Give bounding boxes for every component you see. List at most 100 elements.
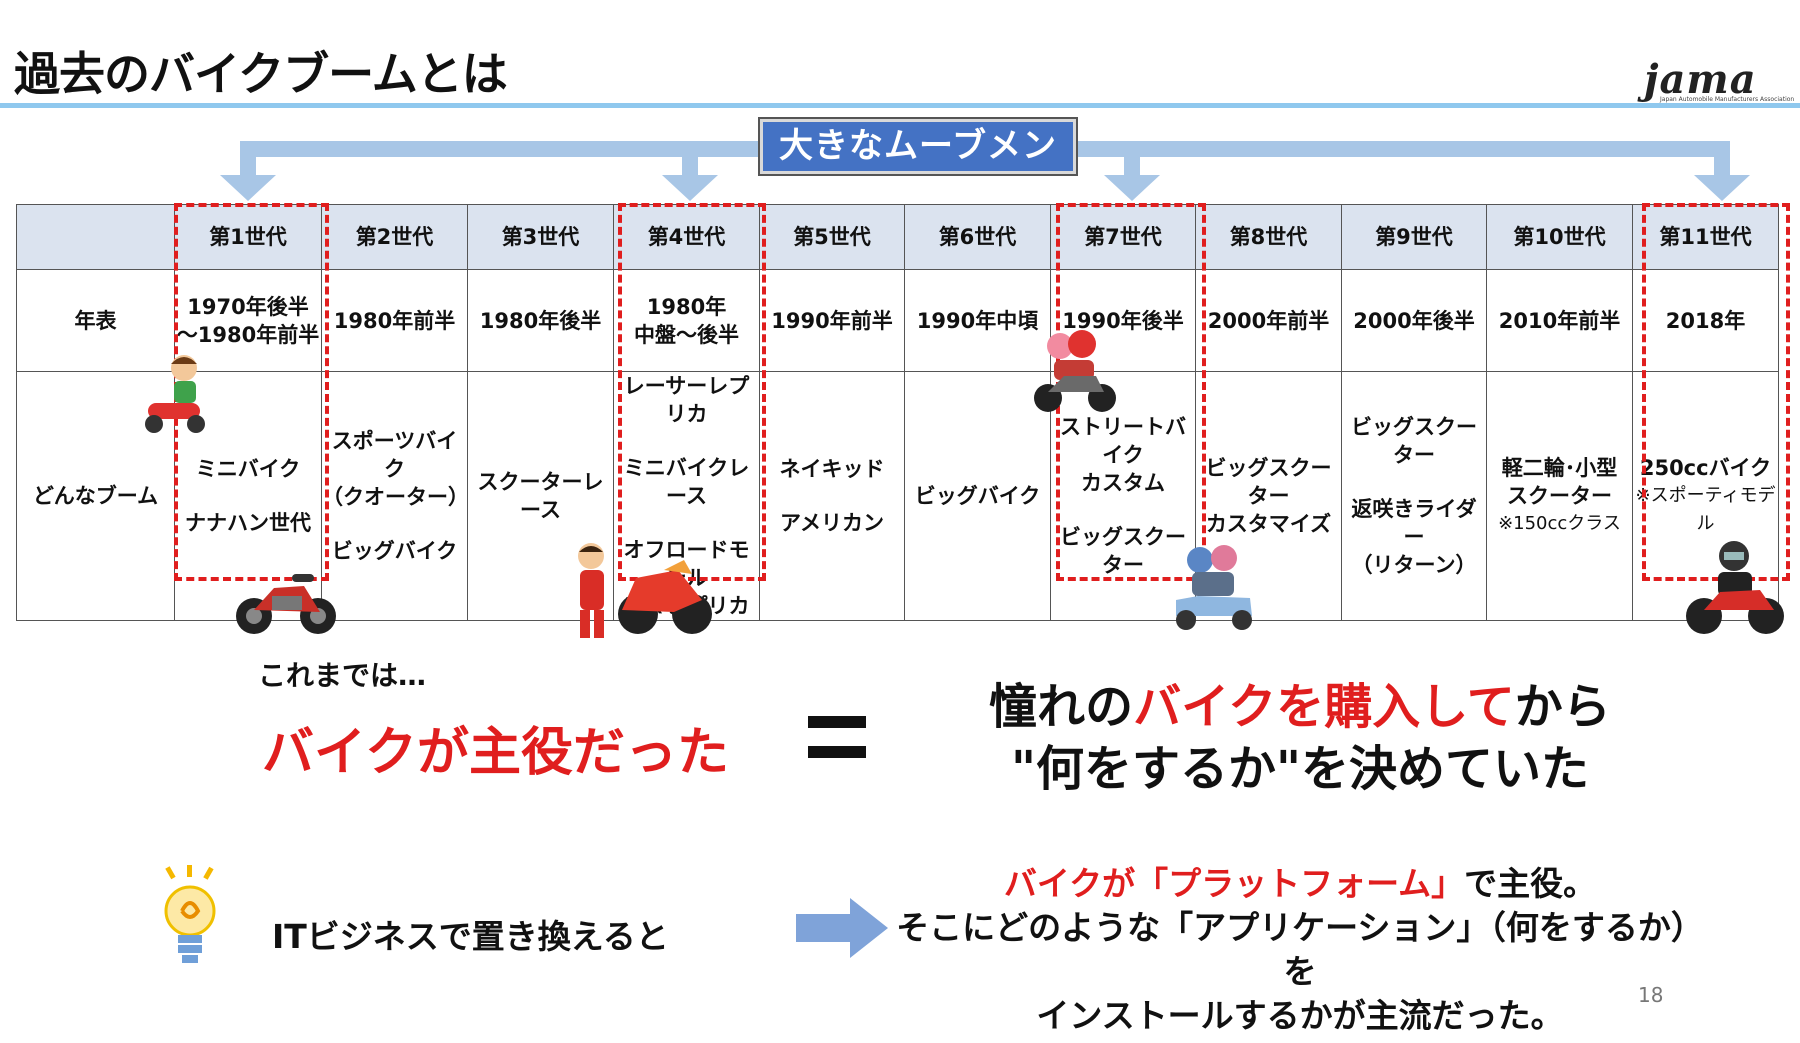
down-arrow-icon [662,175,718,201]
caption-line2: "何をするか"を決めていた [1010,741,1590,797]
timeline-cell: 2010年前半 [1486,269,1633,372]
timeline-line: 1980年 [646,294,727,319]
timeline-cell: 2000年後半 [1341,269,1487,372]
racer-replica-icon [578,543,712,638]
row-label-timeline: 年表 [16,269,175,372]
timeline-line: 2000年前半 [1207,308,1330,333]
couple-bike-icon [1034,330,1116,412]
bracket-drop [240,141,256,175]
boom-line: カスタマイズ [1205,512,1332,536]
page-number: 18 [1638,983,1664,1007]
boom-line: ネイキッド [779,457,885,481]
generation-header: 第9世代 [1341,204,1487,270]
platform-line1-post: で主役。 [1464,864,1597,903]
generation-header: 第2世代 [321,204,468,270]
jama-logo: jama Japan Automobile Manufacturers Asso… [1630,56,1794,103]
sport-bike-rider-icon [1686,541,1784,634]
timeline-line: 中盤～後半 [634,322,739,347]
timeline-line: 1980年後半 [479,308,602,333]
platform-line3: インストールするかが主流だった。 [1036,996,1564,1035]
boom-line: 返咲きライダー [1351,497,1477,549]
down-arrow-icon [1104,175,1160,201]
timeline-cell: 1990年中頃 [904,269,1051,372]
generation-header: 第7世代 [1050,204,1196,270]
caption-buy-first: 憧れのバイクを購入してから "何をするか"を決めていた [920,676,1680,800]
lightbulb-icon [164,865,216,963]
platform-line1-red: バイクが「プラットフォーム」 [1003,864,1465,903]
boom-line: ビッグスクーター [1351,415,1477,467]
timeline-line: 2000年後半 [1353,308,1475,333]
boom-line: ビッグバイク [914,484,1041,508]
page-title: 過去のバイクブームとは [14,47,508,101]
boom-line: ナナハン世代 [185,511,311,535]
boom-line: スクーターレース [477,470,604,522]
boom-line: ストリートバイク [1060,415,1186,467]
timeline-line: 1980年前半 [333,308,456,333]
highlight-gen4 [618,203,766,581]
boom-line: 250ccバイク [1639,456,1772,480]
timeline-line: 1970年後半 [187,294,309,319]
boom-line: （クオーター） [322,485,469,509]
movement-label: 大きなムーブメント [758,117,1078,214]
generation-header: 第3世代 [467,204,614,270]
boom-line: レーサーレプリカ [623,374,750,426]
boom-note: ※スポーティモデル [1635,485,1776,534]
boom-line: ビッグスクーター [1060,525,1186,577]
timeline-cell: 2018年 [1632,269,1779,372]
timeline-line: ～1980年前半 [176,322,320,347]
caption-until-now: これまでは… [258,659,427,692]
boom-line: ビッグスクーター [1205,456,1332,508]
generation-header: 第10世代 [1486,204,1633,270]
timeline-line: 1990年後半 [1062,308,1184,333]
minibike-rider-icon [145,355,205,433]
timeline-cell: 2000年前半 [1195,269,1342,372]
caption-line1-post: から [1514,679,1611,735]
equals-sign [808,716,866,762]
timeline-cell: 1990年前半 [759,269,905,372]
boom-line: ミニバイクレース [623,456,750,508]
scooter-couple-icon [1176,545,1252,630]
bike-boom-table: 第1世代第2世代第3世代第4世代第5世代第6世代第7世代第8世代第9世代第10世… [16,204,1779,621]
generation-header: 第1世代 [174,204,322,270]
timeline-line: 1990年前半 [771,308,893,333]
bracket-drop [682,141,698,175]
down-arrow-icon [1694,175,1750,201]
platform-explanation: バイクが「プラットフォーム」で主役。 そこにどのような「アプリケーション」（何を… [880,862,1720,1038]
boom-note: ※150ccクラス [1498,513,1621,534]
caption-line1-red: バイクを購入して [1133,679,1515,735]
platform-line2: そこにどのような「アプリケーション」（何をするか）を [896,908,1704,991]
generation-header: 第5世代 [759,204,905,270]
boom-cell: ビッグバイク [904,371,1051,621]
right-arrow-icon [796,898,888,958]
boom-line: （リターン） [1351,553,1477,577]
boom-cell: 軽二輪･小型スクーター ※150ccクラス [1486,371,1633,621]
boom-line: ビッグバイク [331,539,458,563]
boom-line: 軽二輪･小型 [1501,456,1618,480]
bracket-drop [1124,141,1140,175]
boom-line: スポーツバイク [331,429,458,481]
row-label-boom: どんなブーム [16,371,175,621]
header-corner [16,204,175,270]
naked-bike-icon [236,574,336,634]
caption-bike-lead: バイクが主役だった [262,723,729,783]
boom-line: カスタム [1081,471,1165,495]
boom-cell: ビッグスクーター返咲きライダー （リターン） [1341,371,1487,621]
down-arrow-icon [220,175,276,201]
timeline-line: 1990年中頃 [916,308,1039,333]
timeline-line: 2018年 [1665,308,1746,333]
timeline-line: 2010年前半 [1498,308,1621,333]
logo-word: jama [1644,56,1757,103]
logo-subtitle: Japan Automobile Manufacturers Associati… [1660,96,1795,103]
timeline-cell: 1980年前半 [321,269,468,372]
it-business-text: ITビジネスで置き換えると [272,917,669,956]
highlight-gen11 [1642,203,1790,581]
boom-cell: ビッグスクーターカスタマイズ [1195,371,1342,621]
timeline-cell: 1980年後半 [467,269,614,372]
boom-line: アメリカン [780,511,884,535]
timeline-cell: 1970年後半 ～1980年前半 [174,269,322,372]
boom-cell: スポーツバイク （クオーター） ビッグバイク [321,371,469,621]
title-rule [0,103,1800,108]
boom-line: スクーター [1507,484,1612,508]
boom-cell: ネイキッドアメリカン [759,371,905,621]
generation-header: 第8世代 [1195,204,1342,270]
